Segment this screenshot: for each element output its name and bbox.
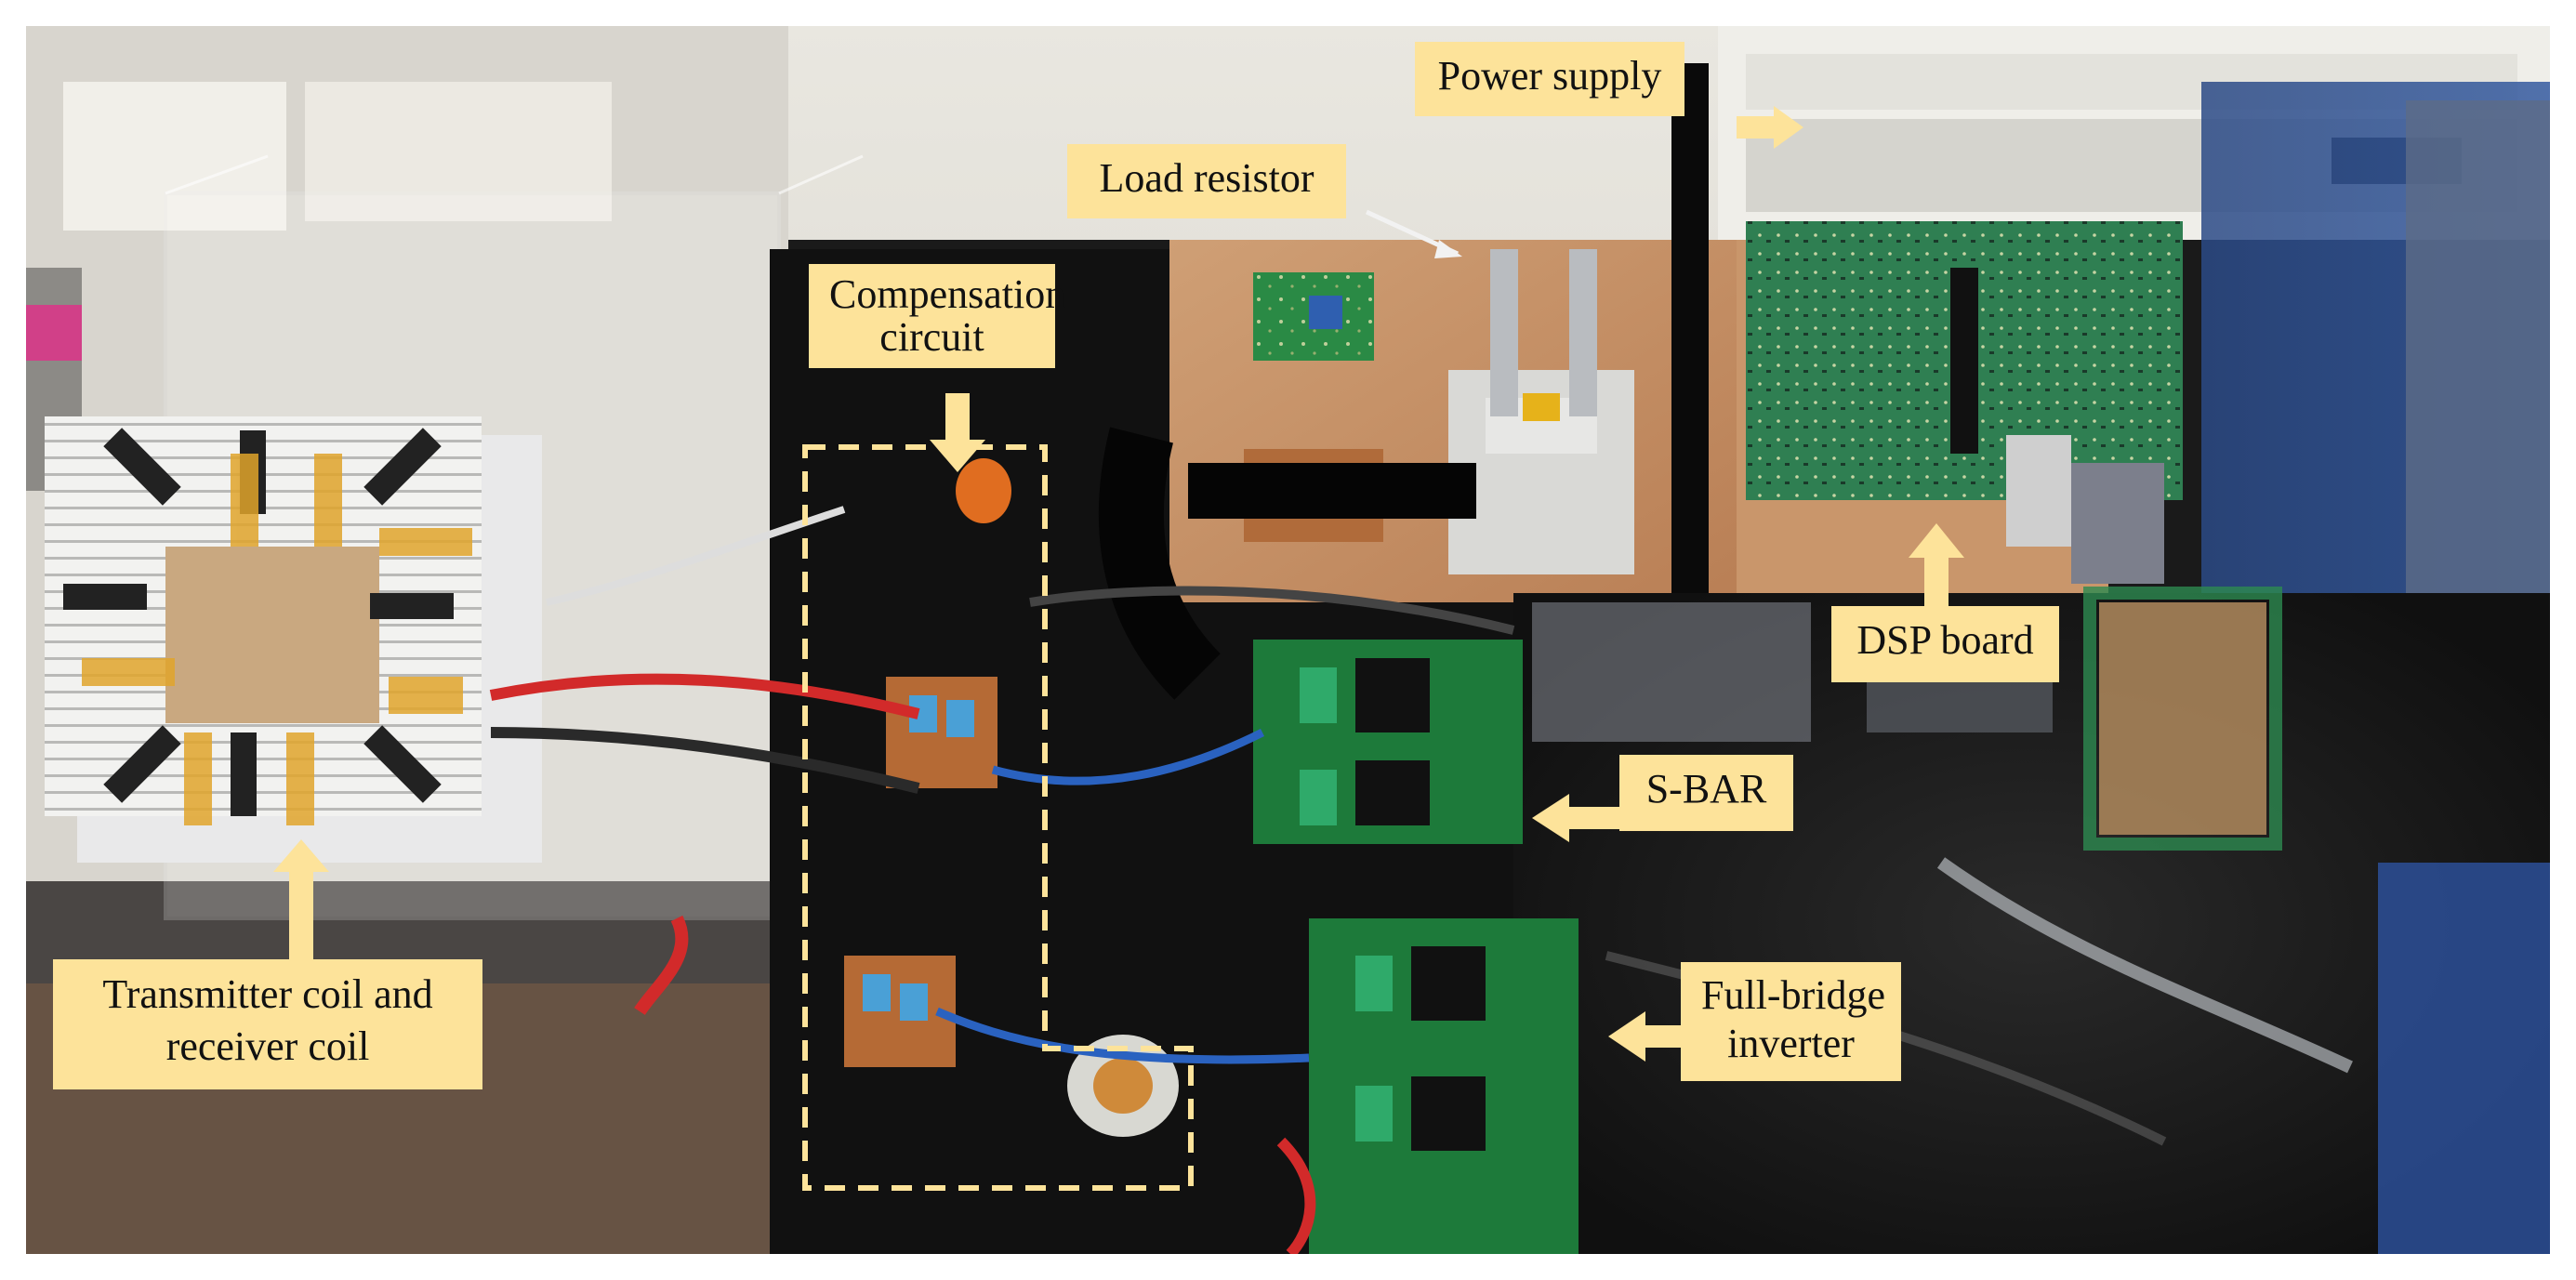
label-dsp-board: DSP board <box>1831 606 2059 682</box>
compensation-dashed-outline <box>802 444 1194 1191</box>
label-compensation-circuit: Compensation circuit <box>809 264 1065 368</box>
arrow-compensation <box>945 393 970 440</box>
label-load-resistor: Load resistor <box>1067 144 1346 218</box>
label-s-bar: S-BAR <box>1619 755 1793 831</box>
arrow-power-supply <box>1737 116 1774 139</box>
label-full-bridge-inverter: Full-bridge inverter <box>1681 962 1901 1081</box>
label-power-supply: Power supply <box>1415 42 1684 116</box>
label-transmitter-receiver-coil: Transmitter coil and receiver coil <box>53 959 482 1089</box>
lab-setup-photo <box>26 26 2550 1254</box>
